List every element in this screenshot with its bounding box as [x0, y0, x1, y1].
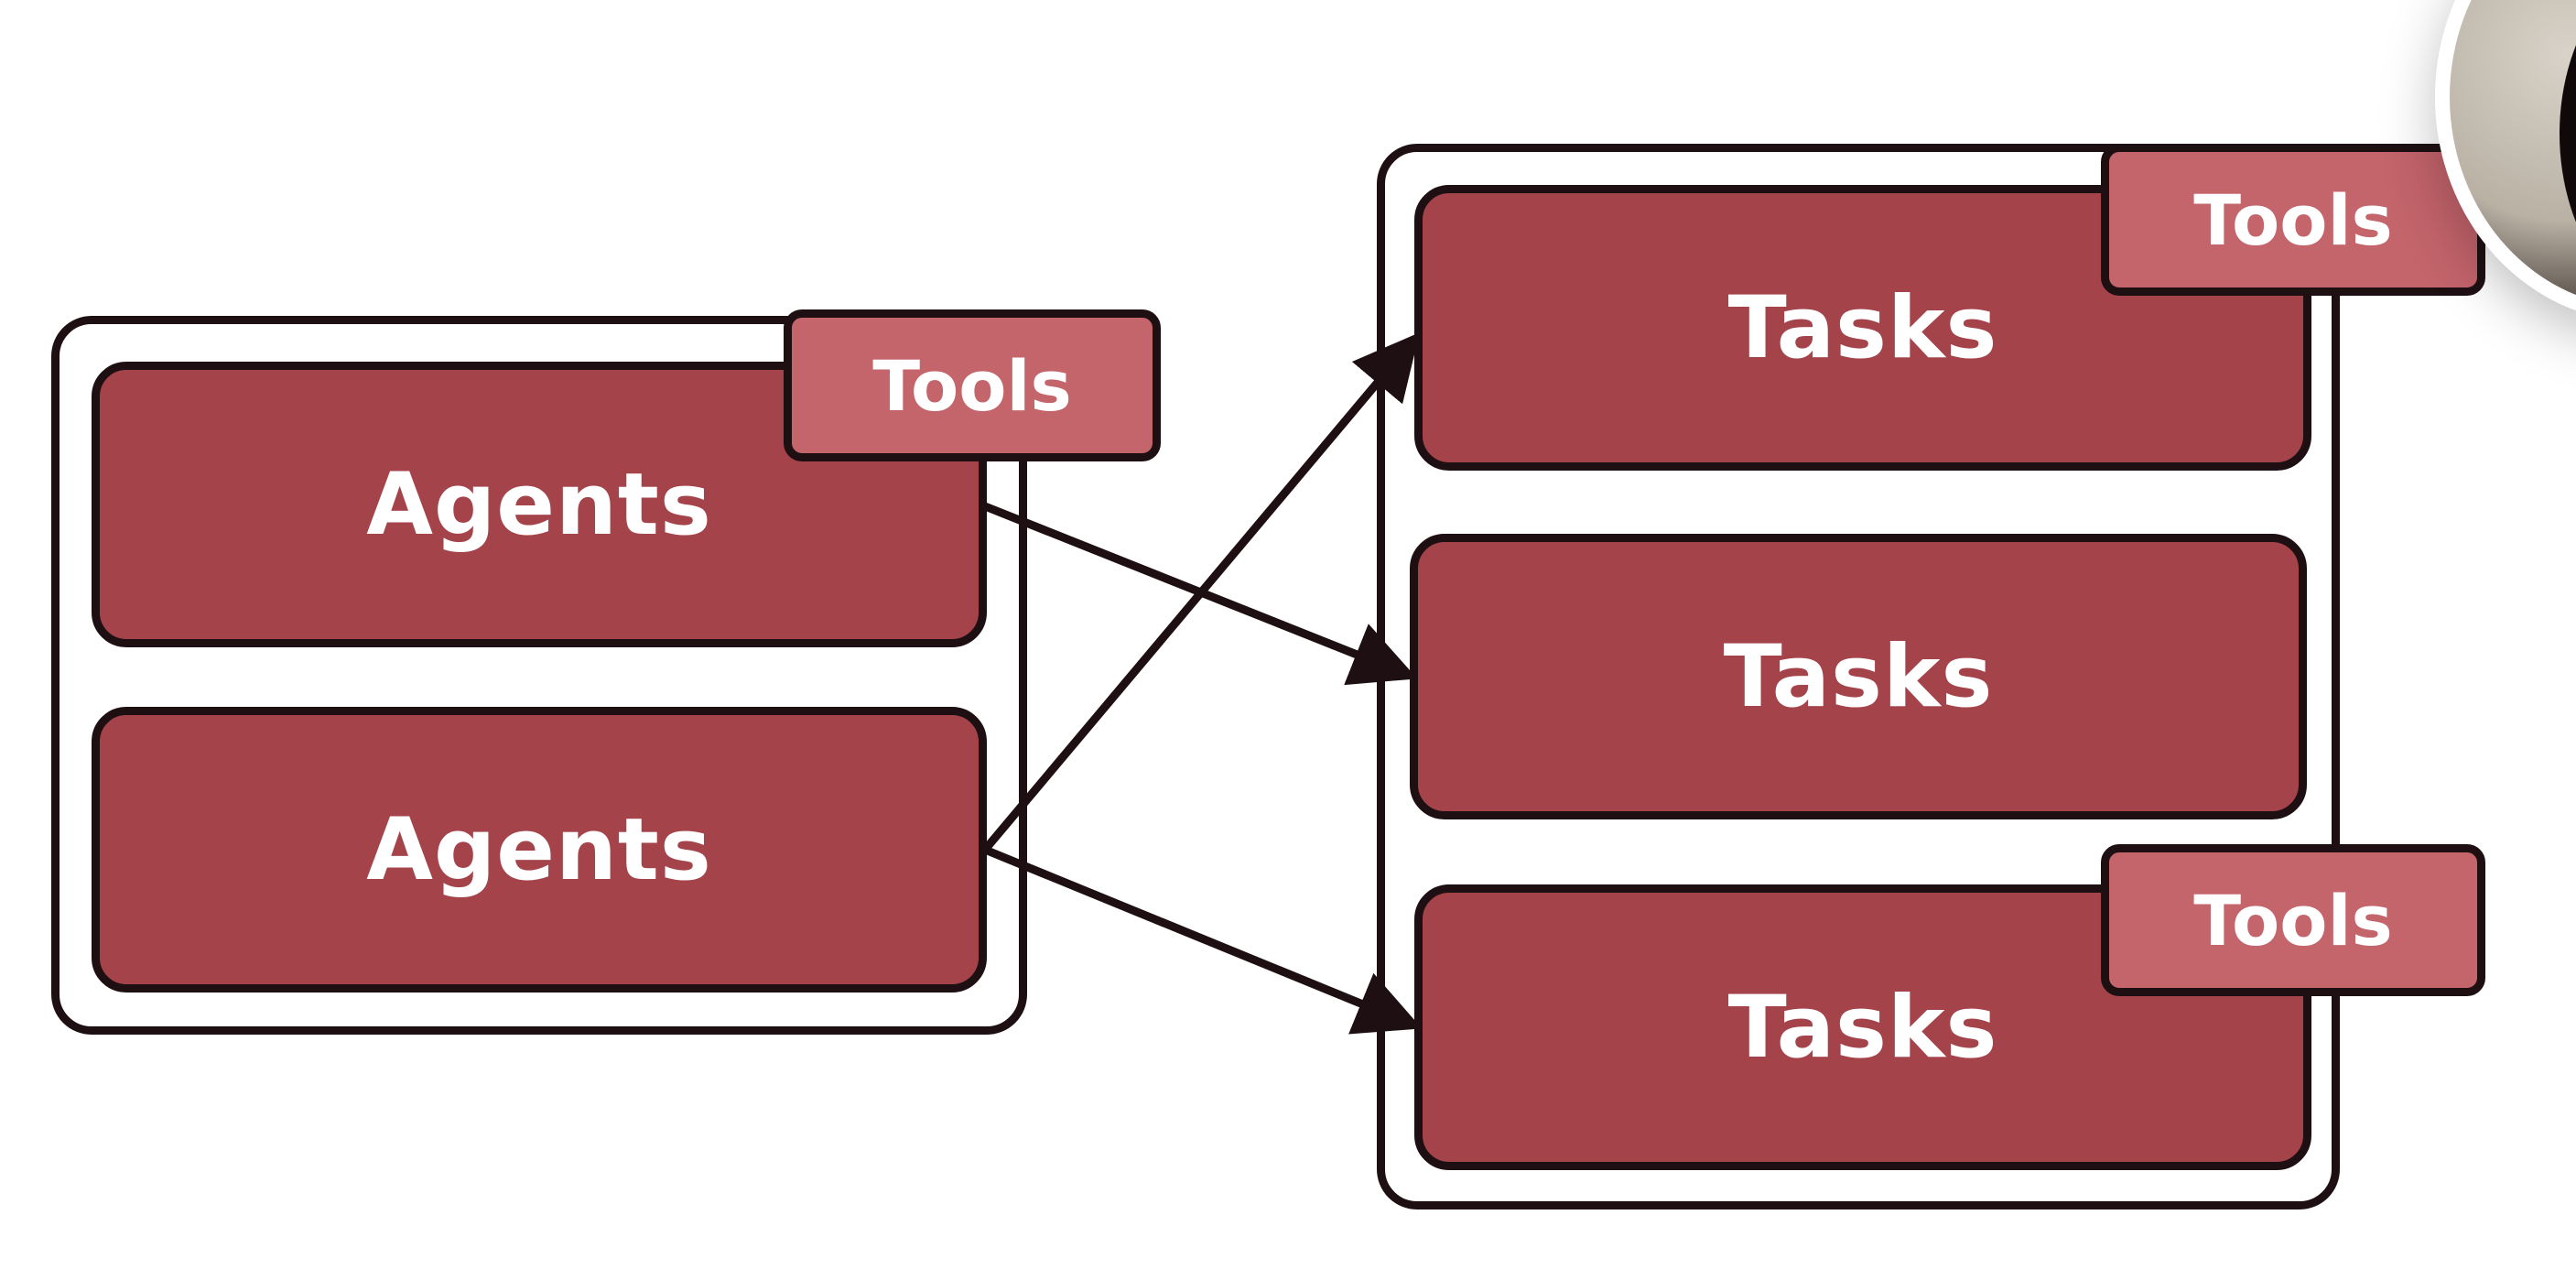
task-label: Tasks	[1723, 626, 1994, 727]
agent-label: Agents	[366, 799, 712, 900]
tools-label: Tools	[2193, 179, 2393, 261]
task-box-2: Tasks	[1410, 534, 2307, 819]
presenter-hair	[2560, 0, 2576, 308]
task-label: Tasks	[1727, 277, 1998, 378]
task-tools-tag: Tools	[2101, 144, 2485, 296]
agent-label: Agents	[366, 454, 712, 555]
tools-label: Tools	[872, 344, 1072, 427]
tools-label: Tools	[2193, 879, 2393, 961]
task-tools-tag: Tools	[2101, 844, 2485, 996]
arrow-agent2-to-task1	[981, 332, 1420, 852]
agent-tools-tag: Tools	[784, 309, 1161, 461]
arrow-agent2-to-task3	[983, 845, 1423, 1035]
task-label: Tasks	[1727, 977, 1998, 1078]
agent-box-2: Agents	[92, 707, 987, 993]
